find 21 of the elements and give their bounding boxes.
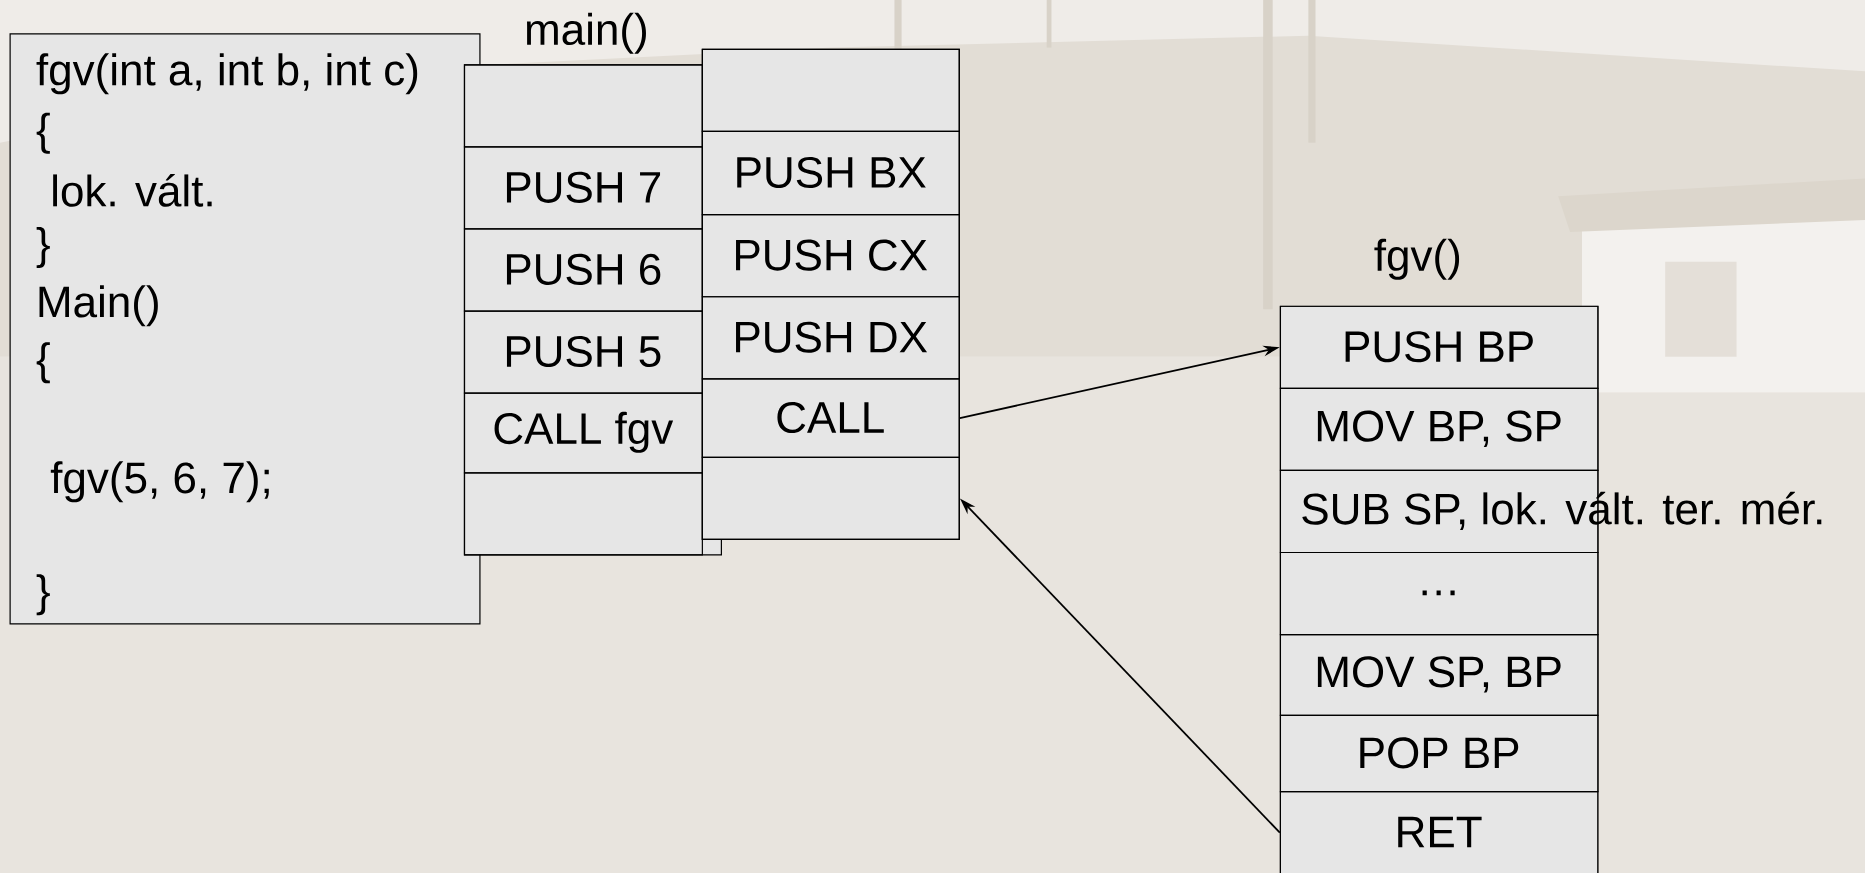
node-label: main() bbox=[526, 12, 646, 54]
stack-cell: MOV SP, BP bbox=[1279, 633, 1599, 717]
stack-cell: PUSH BP bbox=[1279, 305, 1599, 389]
stack-cell: PUSH DX bbox=[701, 296, 960, 380]
stack-cell bbox=[701, 48, 960, 132]
stack-cell: PUSH 7 bbox=[463, 146, 703, 230]
stack-cell bbox=[701, 456, 960, 540]
stack-cell: CALL fgv bbox=[463, 392, 703, 474]
stack-cell: CALL bbox=[701, 378, 960, 458]
stack-cell: PUSH CX bbox=[701, 214, 960, 298]
stack-cell: PUSH 6 bbox=[463, 228, 703, 312]
node-label: fgv() bbox=[1374, 238, 1460, 280]
stack-frame bbox=[701, 48, 960, 540]
stack-cell: POP BP bbox=[1279, 714, 1599, 793]
stack-cell: … bbox=[1279, 551, 1599, 636]
stack-cell bbox=[463, 472, 703, 556]
stack-cell: PUSH BX bbox=[701, 130, 960, 216]
stack-cell: PUSH 5 bbox=[463, 310, 703, 394]
stack-cell: MOV BP, SP bbox=[1279, 387, 1599, 471]
stack-cell bbox=[463, 64, 703, 148]
stack-cell: RET bbox=[1279, 790, 1599, 873]
